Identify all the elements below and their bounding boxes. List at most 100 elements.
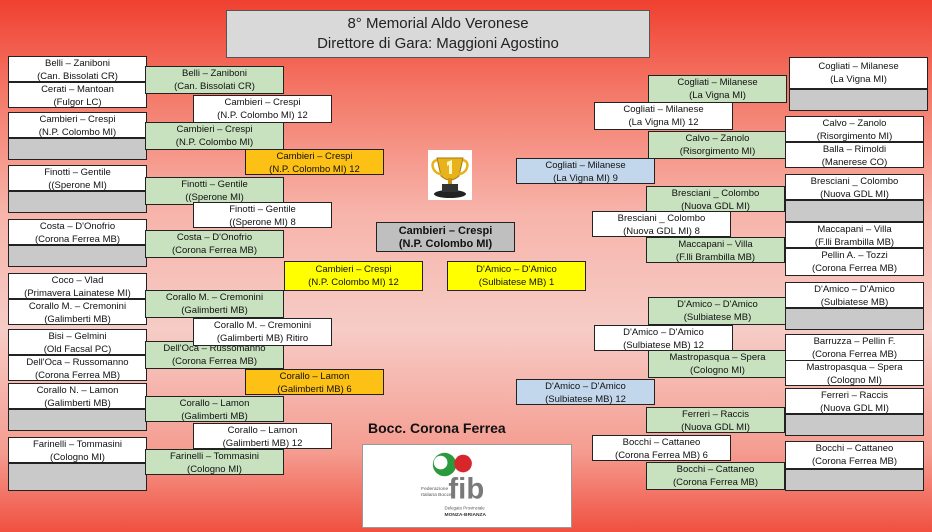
empty-slot	[785, 469, 924, 491]
team-box: Farinelli – Tommasini(Cologno MI)	[8, 437, 147, 463]
logo-brand-text: fib	[448, 473, 484, 506]
fib-logo-icon: fib Federazione Italiana Bocce Delegato …	[421, 452, 487, 518]
team-club-score: (La Vigna MI)	[689, 90, 746, 101]
team-club-score: ((Sperone MI) 8	[229, 217, 296, 228]
team-club-score: (Can. Bissolati CR)	[37, 71, 118, 82]
logo-line2: Italiana Bocce	[421, 492, 452, 498]
team-names: Coco – Vlad	[51, 275, 104, 286]
team-box: Corallo – Lamon(Galimberti MB) 12	[193, 423, 332, 449]
team-box: Cogliati – Milanese(La Vigna MI)	[789, 57, 928, 89]
empty-slot	[8, 409, 147, 431]
logo-line1: Federazione	[421, 486, 448, 492]
team-club-score: (N.P. Colombo MI)	[175, 137, 254, 148]
team-club-score: (Corona Ferrea MB)	[812, 349, 897, 360]
team-club-score: (Fulgor LC)	[53, 97, 102, 108]
team-club-score: (Galimberti MB)	[181, 411, 248, 422]
team-club-score: (Cologno MI)	[690, 365, 745, 376]
team-box: Mastropasqua – Spera(Cologno MI)	[785, 360, 924, 386]
team-club-score: (N.P. Colombo MI)	[38, 127, 117, 138]
team-club-score: (Corona Ferrea MB)	[812, 456, 897, 467]
team-names: Cambieri – Crespi	[276, 151, 353, 162]
team-names: Calvo – Zanolo	[685, 133, 750, 144]
team-names: D'Amico – D'Amico	[814, 284, 895, 295]
empty-slot	[785, 308, 924, 330]
team-names: Dell'Oca – Russomanno	[26, 357, 129, 368]
team-box: Cerati – Mantoan(Fulgor LC)	[8, 82, 147, 108]
team-club-score: (Sulbiatese MB)	[820, 297, 889, 308]
team-box: Corallo – Lamon (Galimberti MB)	[145, 396, 284, 422]
team-box: Belli – Zaniboni(Can. Bissolati CR)	[145, 66, 284, 94]
team-box: Cogliati – Milanese(La Vigna MI) 12	[594, 102, 733, 130]
team-names: Corallo M. – Cremonini	[28, 301, 127, 312]
team-names: Corallo – Lamon	[179, 398, 250, 409]
team-box: Finotti – Gentile((Sperone MI) 8	[193, 202, 332, 228]
team-names: D'Amico – D'Amico	[677, 299, 758, 310]
team-club-score: (Corona Ferrea MB)	[35, 234, 120, 245]
team-names: Maccapani – Villa	[678, 239, 753, 250]
empty-slot	[8, 191, 147, 213]
team-club-score: (Manerese CO)	[821, 157, 888, 168]
team-box: Maccapani – Villa(F.lli Brambilla MB)	[785, 222, 924, 248]
team-names: Dell'Oca – Russomanno	[163, 343, 266, 354]
team-names: Bocchi – Cattaneo	[676, 464, 755, 475]
team-box: Bisi – Gelmini(Old Facsal PC)	[8, 329, 147, 355]
team-names: Costa – D'Onofrio	[39, 221, 116, 232]
team-club-score: (Nuova GDL MI)	[681, 422, 750, 433]
team-club-score: (Nuova GDL MI)	[820, 189, 889, 200]
team-box: Corallo M. – Cremonini(Galimberti MB)	[8, 299, 147, 325]
team-box: Costa – D'Onofrio(Corona Ferrea MB)	[145, 230, 284, 258]
team-names: Corallo M. – Cremonini	[213, 320, 312, 331]
team-box: Cambieri – Crespi(N.P. Colombo MI) 12	[193, 95, 332, 123]
team-club-score: (N.P. Colombo MI) 12	[269, 164, 360, 175]
team-names: Belli – Zaniboni	[45, 58, 110, 69]
team-names: Calvo – Zanolo	[822, 118, 887, 129]
team-box: Finotti – Gentile((Sperone MI)	[145, 177, 284, 205]
team-club-score: (Primavera Lainatese MI)	[24, 288, 131, 299]
team-box: Finotti – Gentile((Sperone MI)	[8, 165, 147, 191]
empty-slot	[785, 414, 924, 436]
tournament-title: 8° Memorial Aldo Veronese	[347, 15, 529, 32]
team-box: Bocchi – Cattaneo (Corona Ferrea MB)	[785, 441, 924, 469]
team-box: Balla – Rimoldi(Manerese CO)	[785, 142, 924, 168]
team-names: D'Amico – D'Amico	[476, 264, 557, 275]
team-names: Barruzza – Pellin F.	[813, 336, 896, 347]
team-box: Dell'Oca – Russomanno (Corona Ferrea MB)	[8, 355, 147, 381]
team-names: Cambieri – Crespi	[176, 124, 253, 135]
team-names: Corallo M. – Cremonini	[165, 292, 264, 303]
team-names: Bisi – Gelmini	[48, 331, 107, 342]
team-names: Farinelli – Tommasini	[32, 439, 123, 450]
team-club-score: (Corona Ferrea MB)	[673, 477, 758, 488]
team-box: Cambieri – Crespi (N.P. Colombo MI)	[145, 122, 284, 150]
team-club-score: (Nuova GDL MI)	[681, 201, 750, 212]
team-club-score: (Sulbiatese MB) 1	[478, 277, 555, 288]
team-club-score: (N.P. Colombo MI) 12	[308, 277, 399, 288]
team-names: Bresciani _ Colombo	[617, 213, 706, 224]
empty-slot	[8, 138, 147, 160]
logo-line4: MONZA-BRIANZA	[445, 512, 487, 518]
team-club-score: (Galimberti MB)	[44, 398, 111, 409]
team-club-score: (La Vigna MI) 9	[553, 173, 618, 184]
team-club-score: (F.lli Brambilla MB)	[675, 252, 756, 263]
team-names: Cambieri – Crespi	[39, 114, 116, 125]
team-club-score: (La Vigna MI)	[830, 74, 887, 85]
logo-line3: Delegato Provinciale	[445, 505, 486, 510]
team-box: Bresciani _ Colombo (Nuova GDL MI)	[646, 186, 785, 212]
team-names: Finotti – Gentile	[181, 179, 248, 190]
team-names: Corallo N. – Lamon	[36, 385, 119, 396]
team-names: Ferreri – Raccis	[681, 409, 750, 420]
team-names: Cogliati – Milanese	[677, 77, 758, 88]
team-names: Belli – Zaniboni	[182, 68, 247, 79]
team-names: Bocchi – Cattaneo	[815, 443, 894, 454]
team-box: Maccapani – Villa (F.lli Brambilla MB)	[646, 237, 785, 263]
team-club-score: (Corona Ferrea MB)	[35, 370, 120, 381]
team-names: Ferreri – Raccis	[820, 390, 889, 401]
champion-names: Cambieri – Crespi	[398, 225, 493, 237]
team-box: Bresciani _ Colombo(Nuova GDL MI) 8	[592, 211, 731, 237]
team-box: Corallo M. – Cremonini(Galimberti MB)	[145, 290, 284, 318]
team-box: Mastropasqua – Spera(Cologno MI)	[648, 350, 787, 378]
team-names: Bresciani _ Colombo	[671, 188, 760, 199]
race-director: Direttore di Gara: Maggioni Agostino	[317, 35, 559, 52]
team-box: Calvo – Zanolo(Risorgimento MI)	[648, 131, 787, 159]
host-club-name: Bocc. Corona Ferrea	[368, 420, 506, 436]
